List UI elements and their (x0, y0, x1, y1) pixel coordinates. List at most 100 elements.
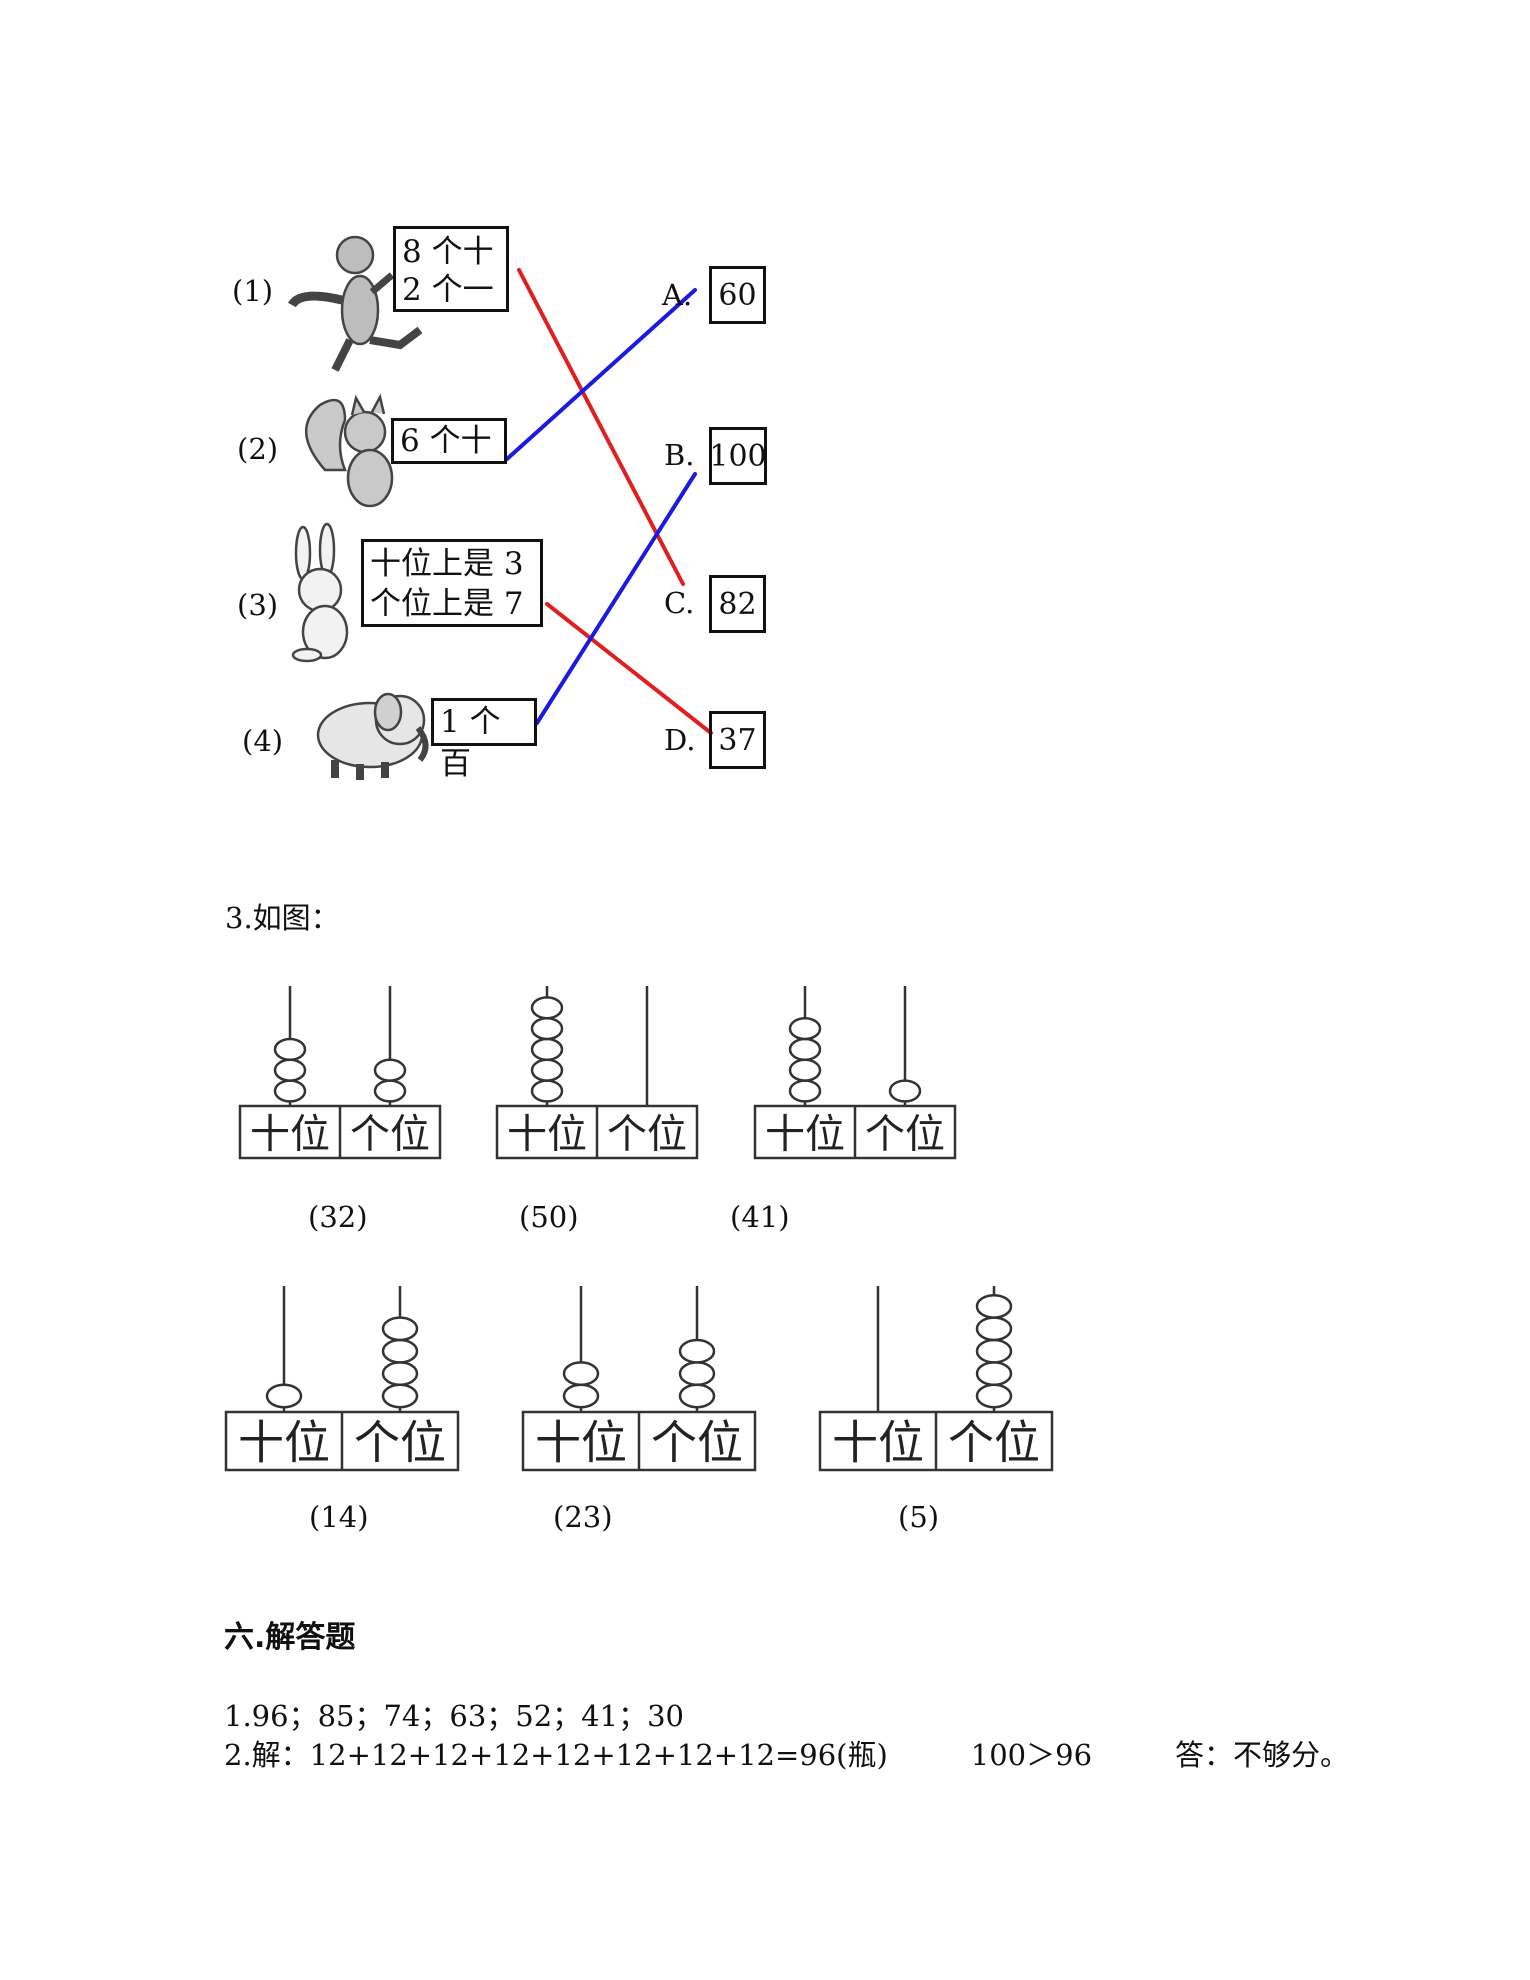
abacus-4: 十位个位 (224, 1286, 460, 1472)
ones-bead (381, 1383, 419, 1409)
answer-line-2: 2.解：12+12+12+12+12+12+12+12=96(瓶) 100＞96… (224, 1738, 1349, 1772)
abacus-caption-4: (14) (309, 1500, 369, 1534)
clue-box-1: 8 个十 2 个一 (393, 226, 509, 312)
squirrel-ears (350, 393, 386, 416)
connection-line-4 (535, 472, 697, 725)
tens-label: 十位 (535, 1415, 627, 1469)
monkey-legs (331, 326, 423, 372)
ones-bead (373, 1079, 407, 1103)
monkey-icon (288, 235, 423, 372)
answer-box-a: 60 (709, 266, 766, 324)
tens-bead (788, 1058, 822, 1082)
ones-bead (373, 1058, 407, 1082)
clue-line: 8 个十 (402, 234, 494, 270)
matching-lines (288, 235, 713, 780)
monkey-arm (369, 272, 395, 295)
tens-bead (562, 1383, 600, 1409)
ones-label: 个位 (350, 1112, 430, 1158)
abacus-5: 十位个位 (521, 1286, 757, 1472)
ones-bead (381, 1361, 419, 1387)
tens-bead (788, 1079, 822, 1103)
ones-label: 个位 (354, 1415, 446, 1469)
ones-bead (678, 1338, 716, 1364)
abacus-caption-2: (50) (519, 1200, 579, 1234)
clue-line: 十位上是 3 (370, 546, 524, 582)
ones-bead (381, 1338, 419, 1364)
rabbit-icon (291, 522, 349, 663)
abacus-caption-3: (41) (730, 1200, 790, 1234)
ones-bead (975, 1361, 1013, 1387)
tens-bead (273, 1079, 307, 1103)
clue-box-2: 6 个十 (391, 418, 507, 464)
monkey-body (340, 274, 380, 346)
squirrel-icon (305, 393, 394, 508)
ones-bead (975, 1338, 1013, 1364)
squirrel-tail (305, 398, 347, 472)
ones-label: 个位 (651, 1415, 743, 1469)
abacus-3: 十位个位 (753, 986, 957, 1160)
abacus-caption-6: (5) (898, 1500, 940, 1534)
connection-line-3 (545, 602, 713, 735)
ones-bead (678, 1361, 716, 1387)
elephant-ear (373, 692, 403, 732)
elephant-legs (331, 760, 389, 780)
ones-label: 个位 (607, 1112, 687, 1158)
clue-line: 6 个十 (400, 423, 492, 459)
tens-bead (530, 1016, 564, 1041)
abacus-caption-1: (32) (308, 1200, 368, 1234)
item-label-3: (3) (237, 588, 279, 622)
connection-line-1 (517, 268, 685, 586)
abacus-1: 十位个位 (238, 986, 442, 1160)
monkey-head (335, 235, 375, 275)
ones-bead (975, 1293, 1013, 1319)
answer-letter-c: C. (664, 586, 695, 620)
tens-label: 十位 (250, 1112, 330, 1158)
answer-letter-a: A. (662, 278, 693, 312)
abacus-caption-5: (23) (553, 1500, 613, 1534)
answer-box-b: 100 (709, 427, 767, 485)
tens-bead (530, 1079, 564, 1103)
rabbit-body (301, 604, 349, 660)
ones-bead (678, 1383, 716, 1409)
tens-bead (273, 1037, 307, 1062)
answer-letter-d: D. (664, 723, 696, 757)
clue-box-4: 1 个百 (431, 698, 537, 782)
q3-heading: 3.如图： (225, 901, 340, 935)
abacus-2: 十位个位 (495, 986, 699, 1160)
tens-label: 十位 (832, 1415, 924, 1469)
answer-letter-b: B. (664, 438, 695, 472)
ones-bead (975, 1316, 1013, 1342)
tens-bead (788, 1037, 822, 1062)
tens-label: 十位 (238, 1415, 330, 1469)
answer-box-c: 82 (709, 575, 766, 633)
rabbit-foot (291, 647, 323, 663)
clue-line: 个位上是 7 (370, 586, 524, 622)
abacus-drawings: 十位个位十位个位十位个位十位个位十位个位十位个位 (224, 986, 1054, 1472)
abacus-6: 十位个位 (818, 1286, 1054, 1472)
section-six-title: 六.解答题 (224, 1620, 356, 1655)
answer-box-d: 37 (709, 711, 766, 769)
tens-bead (530, 996, 564, 1020)
clue-line: 1 个百 (440, 704, 501, 782)
elephant-icon (316, 692, 429, 780)
ones-label: 个位 (948, 1415, 1040, 1469)
clue-line: 2 个一 (402, 272, 494, 308)
tens-label: 十位 (507, 1112, 587, 1158)
item-label-4: (4) (242, 724, 284, 758)
connection-line-2 (505, 288, 697, 461)
tens-bead (788, 1016, 822, 1041)
clue-box-3: 十位上是 3 个位上是 7 (361, 539, 543, 627)
ones-bead (381, 1316, 419, 1342)
tens-bead (265, 1383, 303, 1409)
tens-bead (273, 1058, 307, 1082)
answer-line-1: 1.96；85；74；63；52；41；30 (224, 1699, 684, 1733)
monkey-tail (288, 291, 344, 308)
tens-label: 十位 (765, 1112, 845, 1158)
tens-bead (530, 1058, 564, 1082)
ones-label: 个位 (865, 1112, 945, 1158)
item-label-2: (2) (237, 432, 279, 466)
ones-bead (975, 1383, 1013, 1409)
elephant-trunk (415, 726, 429, 762)
item-label-1: (1) (232, 274, 274, 308)
squirrel-body (346, 448, 394, 508)
